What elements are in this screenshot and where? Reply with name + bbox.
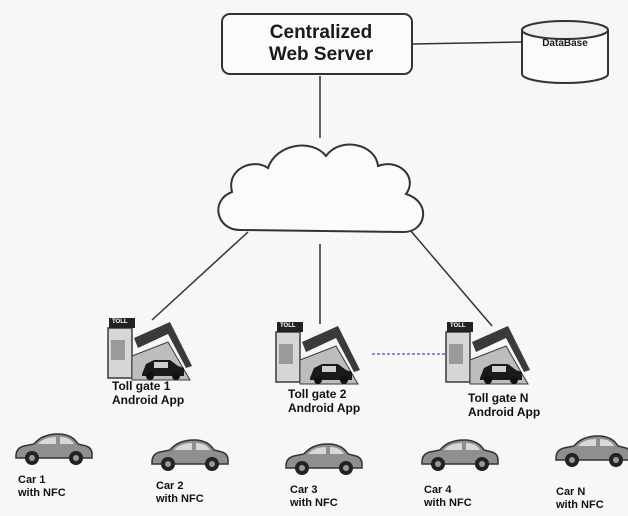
gate-n-label: Toll gate N Android App [468, 391, 541, 420]
car-3-nfc: with NFC [290, 496, 338, 509]
gate-2-app: Android App [288, 400, 361, 415]
gate-2-title: Toll gate 2 [288, 387, 347, 401]
server-title-line2: Web Server [268, 44, 374, 66]
gate-1-app: Android App [112, 392, 185, 407]
gate-n-title: Toll gate N [468, 391, 529, 405]
toll-booth-icon-2 [275, 321, 361, 385]
cloud-icon [217, 143, 425, 234]
gate-1-label: Toll gate 1 Android App [112, 379, 185, 408]
database-label: DataBase [542, 38, 588, 49]
car-icon-4 [421, 439, 499, 472]
car-n-nfc: with NFC [556, 498, 604, 511]
gate-2-sign: TOLL [280, 323, 296, 329]
cloud-to-gate-n-link [409, 229, 493, 327]
toll-booth-icon-n [445, 321, 531, 385]
car-2-label: Car 2 with NFC [156, 480, 204, 505]
car-3-label: Car 3 with NFC [290, 484, 338, 509]
gate-2-label: Toll gate 2 Android App [288, 387, 361, 416]
car-icon-n [555, 435, 628, 468]
server-box [221, 13, 413, 75]
gate-n-app: Android App [468, 404, 541, 419]
car-icon-2 [151, 439, 229, 472]
car-4-nfc: with NFC [424, 496, 472, 509]
car-2-title: Car 2 [156, 480, 184, 492]
car-n-title: Car N [556, 486, 586, 498]
car-1-nfc: with NFC [18, 486, 66, 499]
gate-n-sign: TOLL [450, 323, 466, 329]
car-icon-3 [285, 443, 363, 476]
car-4-title: Car 4 [424, 484, 452, 496]
car-4-label: Car 4 with NFC [424, 484, 472, 509]
car-3-title: Car 3 [290, 484, 318, 496]
car-2-nfc: with NFC [156, 492, 204, 505]
gate-1-sign: TOLL [112, 319, 128, 325]
server-title-line1: Centralized [269, 22, 373, 43]
car-icon-1 [15, 433, 93, 466]
gate-1-title: Toll gate 1 [112, 379, 171, 393]
server-title: Centralized Web Server [226, 22, 416, 67]
car-1-title: Car 1 [18, 474, 46, 486]
cloud-to-gate-1-link [151, 231, 249, 321]
car-n-label: Car N with NFC [556, 486, 604, 511]
toll-booth-icon-1 [107, 317, 193, 381]
server-to-database-link [411, 41, 523, 45]
database-icon [521, 20, 609, 84]
car-1-label: Car 1 with NFC [18, 474, 66, 499]
